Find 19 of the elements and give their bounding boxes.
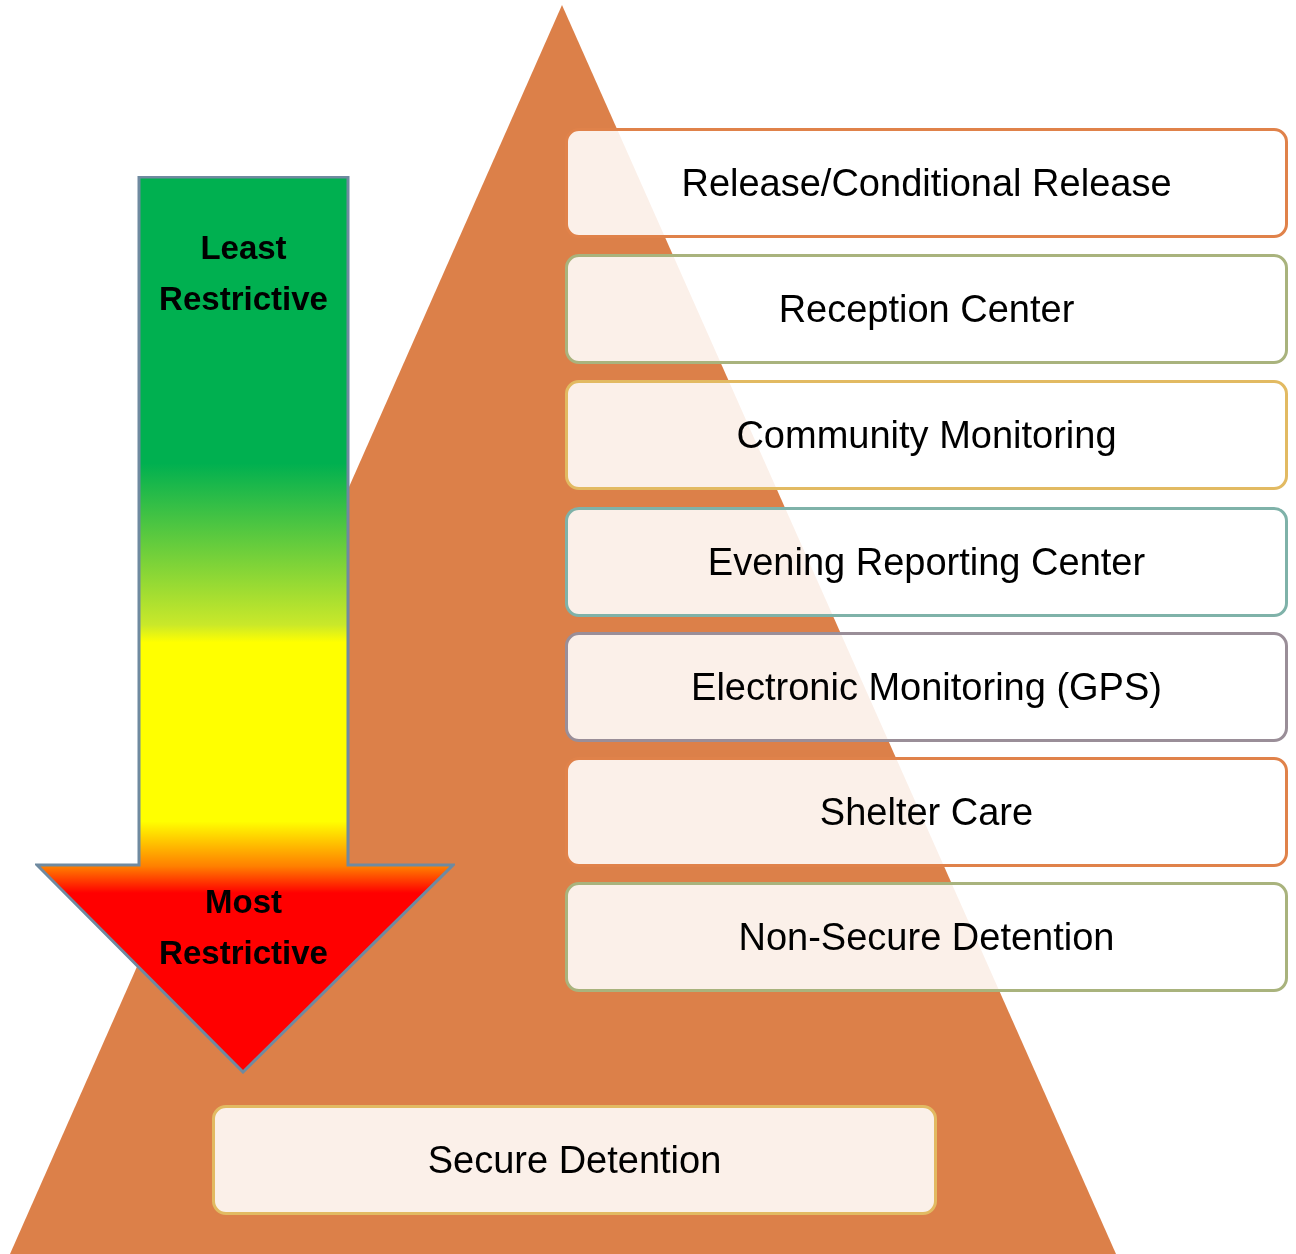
down-arrow <box>35 176 455 1074</box>
option-box <box>212 1105 937 1215</box>
arrow-label: Most Restrictive <box>158 882 329 973</box>
option-label: Secure Detention <box>427 1137 722 1183</box>
option-box <box>565 882 1288 992</box>
option-box <box>565 380 1288 490</box>
option-label: Electronic Monitoring (GPS) <box>691 664 1162 710</box>
option-label: Release/Conditional Release <box>681 160 1172 206</box>
option-label: Non-Secure Detention <box>738 914 1115 960</box>
option-box <box>565 757 1288 867</box>
option-label: Evening Reporting Center <box>707 539 1146 585</box>
option-box <box>565 128 1288 238</box>
option-label: Reception Center <box>778 286 1075 332</box>
option-label: Community Monitoring <box>736 412 1117 458</box>
option-box <box>565 632 1288 742</box>
option-box <box>565 254 1288 364</box>
arrow-label: Least Restrictive <box>158 228 329 319</box>
option-label: Shelter Care <box>819 789 1034 835</box>
option-box <box>565 507 1288 617</box>
